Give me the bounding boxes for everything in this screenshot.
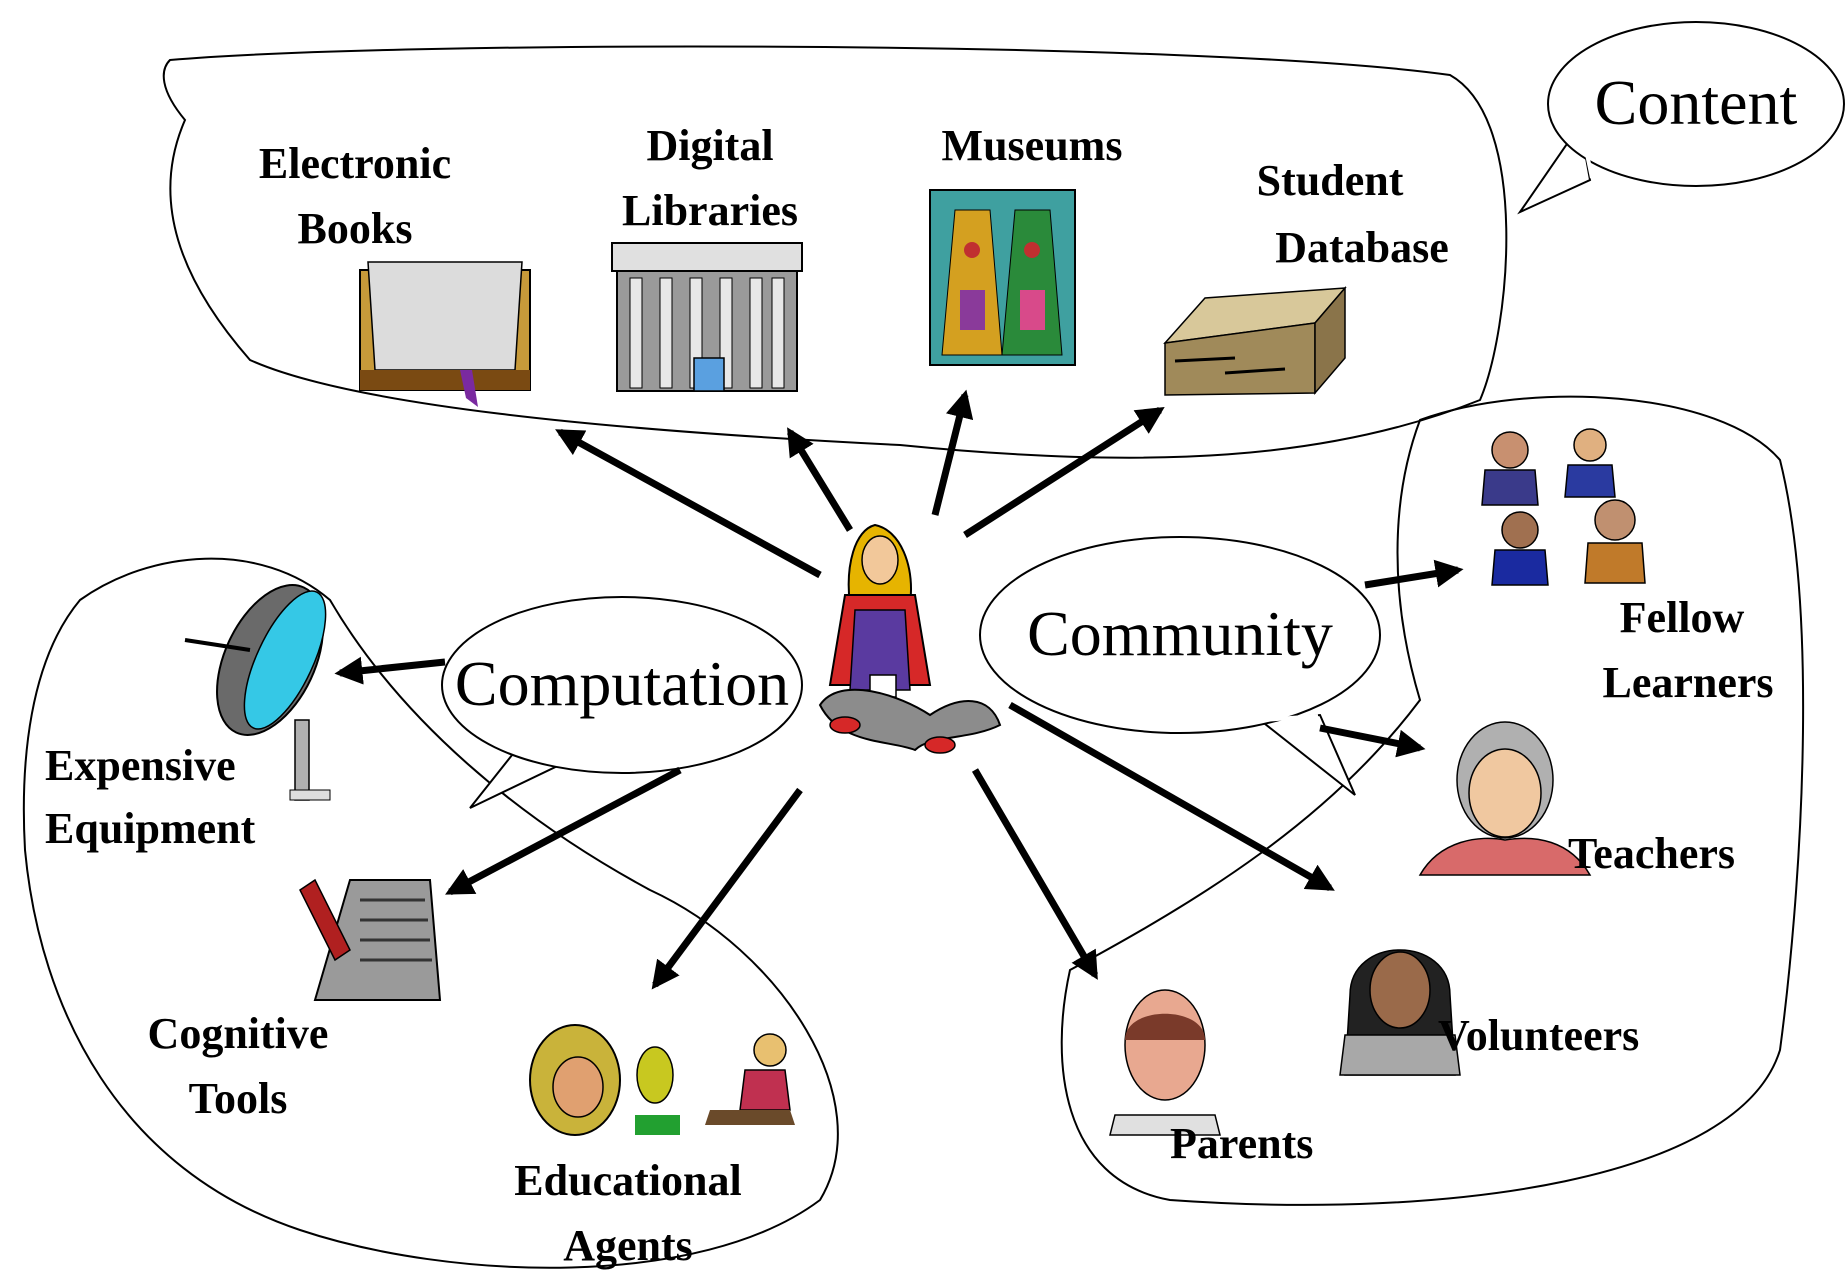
arrow-to-electronic-books xyxy=(555,428,822,579)
volunteer-icon xyxy=(1339,949,1461,1076)
svg-text:Digital: Digital xyxy=(646,121,773,170)
svg-text:Libraries: Libraries xyxy=(622,186,798,235)
svg-text:Fellow: Fellow xyxy=(1620,593,1745,642)
arrow-to-volunteers xyxy=(1008,701,1335,892)
community-region xyxy=(1060,395,1805,1206)
arrow-to-cognitive-tools xyxy=(445,766,682,896)
book-icon xyxy=(359,261,531,407)
svg-text:Learners: Learners xyxy=(1602,658,1773,707)
svg-text:Museums: Museums xyxy=(942,121,1123,170)
arrow-to-museums xyxy=(931,389,974,516)
content-bubble: Content xyxy=(1517,21,1845,215)
computation-region xyxy=(22,557,839,1269)
arrows xyxy=(334,389,1464,990)
teacher-icon xyxy=(1418,721,1592,876)
volunteers-label: Volunteers xyxy=(1438,1011,1639,1060)
cognitive-tools-label: Cognitive Tools xyxy=(148,1009,329,1123)
svg-text:Volunteers: Volunteers xyxy=(1438,1011,1639,1060)
content-region xyxy=(162,45,1508,459)
computation-bubble: Computation xyxy=(441,596,803,809)
educational-agents-label: Educational Agents xyxy=(514,1156,741,1270)
svg-text:Agents: Agents xyxy=(563,1221,693,1270)
community-bubble-text: Community xyxy=(1027,598,1333,669)
parents-label: Parents xyxy=(1170,1119,1313,1168)
arrow-to-fellow-learners xyxy=(1364,559,1464,589)
expensive-equipment-label: Expensive Equipment xyxy=(45,741,256,853)
computation-bubble-text: Computation xyxy=(455,648,789,719)
parent-icon xyxy=(1109,989,1221,1136)
arrow-to-parents xyxy=(971,768,1099,980)
arrow-to-student-database xyxy=(963,406,1165,538)
svg-text:Books: Books xyxy=(298,204,413,253)
arrow-to-digital-libraries xyxy=(787,427,853,532)
museum-painting-icon xyxy=(929,189,1076,366)
arrow-to-educational-agents xyxy=(651,787,803,990)
people-group-icon xyxy=(1481,428,1646,586)
svg-text:Electronic: Electronic xyxy=(259,139,451,188)
svg-text:Equipment: Equipment xyxy=(45,804,256,853)
svg-text:Teachers: Teachers xyxy=(1568,829,1735,878)
community-bubble: Community xyxy=(979,536,1381,796)
arrow-to-teachers xyxy=(1319,724,1426,758)
notepad-pencil-icon xyxy=(299,878,442,1001)
arrow-to-expensive-equipment xyxy=(334,656,446,685)
museums-label: Museums xyxy=(942,121,1123,170)
svg-text:Educational: Educational xyxy=(514,1156,741,1205)
svg-text:Cognitive: Cognitive xyxy=(148,1009,329,1058)
library-building-icon xyxy=(611,242,803,392)
svg-text:Expensive: Expensive xyxy=(45,741,236,790)
content-bubble-text: Content xyxy=(1595,67,1798,138)
fellow-learners-label: Fellow Learners xyxy=(1602,593,1773,707)
electronic-books-label: Electronic Books xyxy=(259,139,451,253)
student-database-label: Student Database xyxy=(1257,156,1449,272)
database-box-icon xyxy=(1163,285,1347,396)
digital-libraries-label: Digital Libraries xyxy=(622,121,798,235)
agents-icon xyxy=(529,1024,795,1136)
svg-text:Parents: Parents xyxy=(1170,1119,1313,1168)
teachers-label: Teachers xyxy=(1568,829,1735,878)
learner-icon xyxy=(818,523,1002,754)
svg-text:Student: Student xyxy=(1257,156,1404,205)
svg-text:Database: Database xyxy=(1275,223,1449,272)
svg-text:Tools: Tools xyxy=(189,1074,288,1123)
satellite-dish-icon xyxy=(184,584,331,801)
